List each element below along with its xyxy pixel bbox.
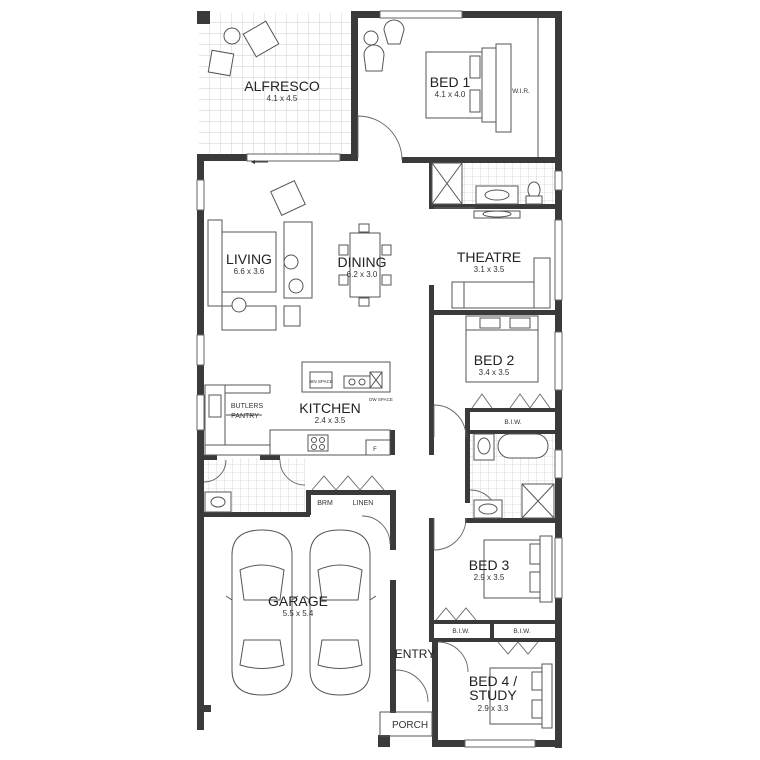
room-labels: ALFRESCO 4.1 x 4.5 BED 1 4.1 x 4.0 W.I.R…	[226, 74, 531, 731]
fixtures	[204, 18, 555, 737]
bed4-label-line1: BED 4 /	[469, 673, 517, 689]
fridge-label: F	[373, 447, 377, 453]
porch-label: PORCH	[392, 720, 428, 731]
dw-space-label: DW SPACE	[369, 397, 393, 402]
kitchen-label: KITCHEN	[299, 400, 360, 416]
bin-space-label: BIN SPACE	[309, 379, 333, 384]
dining-label: DINING	[338, 254, 387, 270]
bed3-biw-left-label: B.I.W.	[452, 628, 470, 635]
kitchen-dims: 2.4 x 3.5	[315, 416, 346, 425]
living-label: LIVING	[226, 251, 272, 267]
butlers-label-line1: BUTLERS	[231, 403, 264, 410]
bed2-biw-label: B.I.W.	[504, 419, 522, 426]
doors	[203, 115, 551, 703]
alfresco-dims: 4.1 x 4.5	[267, 94, 298, 103]
car-right	[303, 529, 377, 696]
garage-label: GARAGE	[268, 593, 328, 609]
wir-label: W.I.R.	[512, 88, 530, 95]
butlers-label-line2: PANTRY	[231, 413, 259, 420]
car-left	[225, 529, 299, 696]
bed3-dims: 2.9 x 3.5	[474, 573, 505, 582]
dining-dims: 6.2 x 3.0	[347, 270, 378, 279]
garage-dims: 5.5 x 5.4	[283, 609, 314, 618]
living-dims: 6.6 x 3.6	[234, 267, 265, 276]
bed1-label: BED 1	[430, 74, 471, 90]
bed4-dims: 2.9 x 3.3	[478, 704, 509, 713]
linen-label: LINEN	[353, 500, 374, 507]
bed1-dims: 4.1 x 4.0	[435, 90, 466, 99]
alfresco-label: ALFRESCO	[244, 78, 320, 94]
theatre-dims: 3.1 x 3.5	[474, 265, 505, 274]
bed3-biw-right-label: B.I.W.	[513, 628, 531, 635]
theatre-label: THEATRE	[457, 249, 521, 265]
bed3-label: BED 3	[469, 557, 510, 573]
porch-post	[378, 735, 390, 747]
windows	[196, 10, 563, 748]
brm-label: BRM	[317, 500, 333, 507]
entry-label: ENTRY	[395, 647, 435, 661]
bed2-label: BED 2	[474, 352, 515, 368]
corner-post	[197, 11, 210, 24]
bed2-dims: 3.4 x 3.5	[479, 368, 510, 377]
bed4-label-line2: STUDY	[469, 687, 517, 703]
